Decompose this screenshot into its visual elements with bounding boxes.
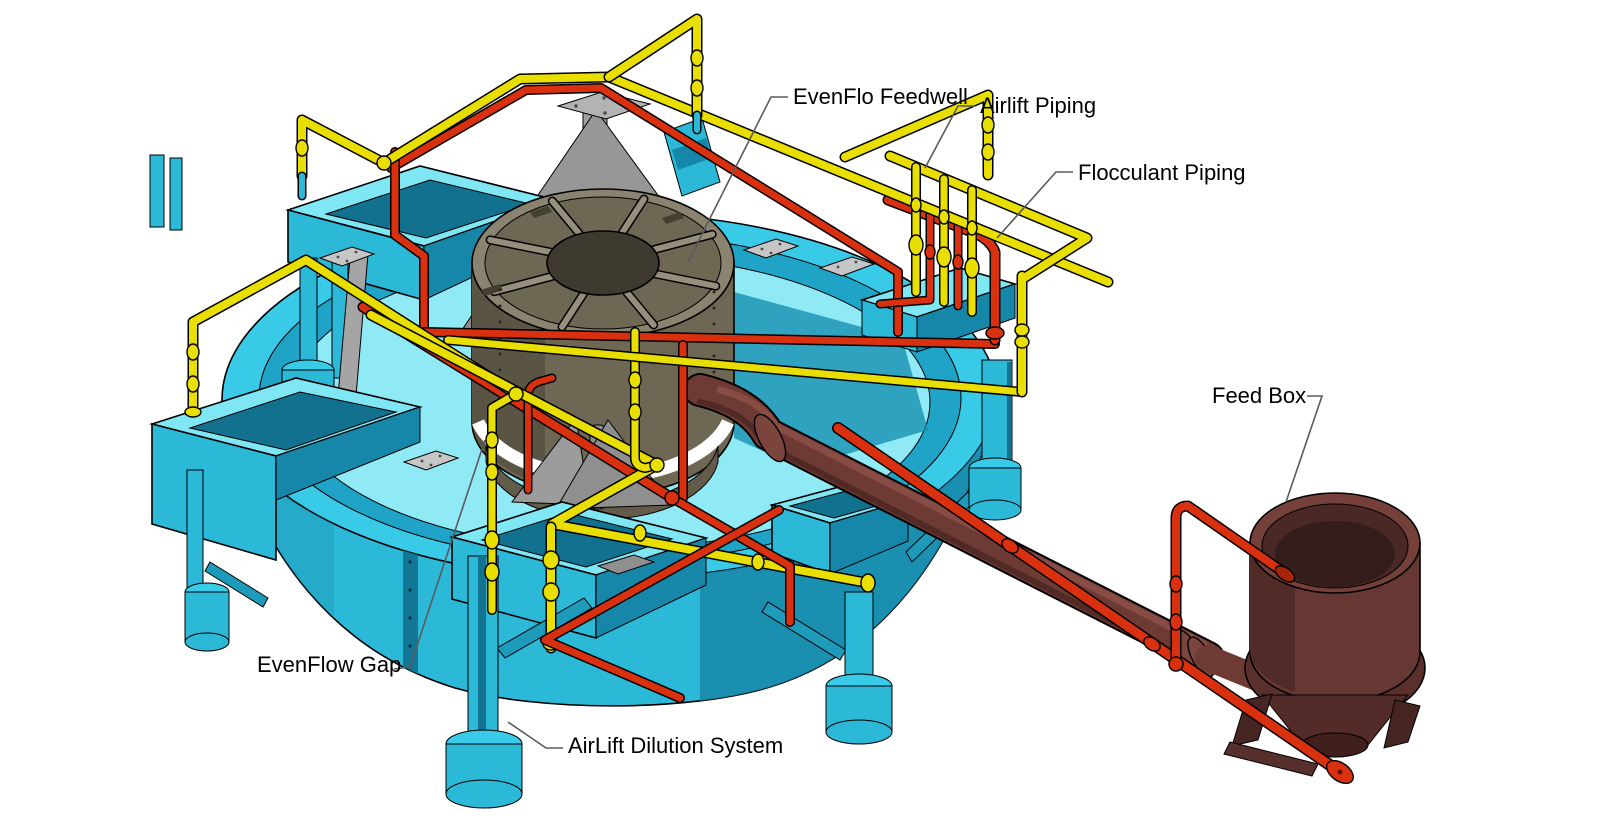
tank-legs [184,359,1022,809]
feed-box-support-plate [1223,741,1319,777]
leader-airlift-dilution [507,721,563,749]
flocculant-piping-front [540,422,1355,785]
mounting-plates [318,238,876,575]
feedwell-spokes [485,194,721,332]
dilution-pipe [478,556,486,798]
feedwell-vent-1 [530,206,552,218]
launder-trough-mid-left [149,377,423,562]
leader-airlift-piping [924,105,975,169]
label-evenflo-feedwell: EvenFlo Feedwell [793,84,968,109]
feed-box-assembly [1223,492,1426,777]
feedwell-vent-2 [662,212,684,224]
leader-feed-box [1285,395,1324,503]
label-flocculant-piping: Flocculant Piping [1078,160,1246,185]
label-evenflow-gap: EvenFlow Gap [257,652,401,677]
flocculant-spout-end [1274,565,1296,583]
feed-box-bracket-left [1231,693,1273,747]
feedwell-center-opening [546,230,660,296]
plate-bolts [336,242,858,467]
leg-front-right [825,591,893,745]
callouts: EvenFlo Feedwell Airlift Piping Floccula… [257,84,1324,758]
leader-evenflow-gap [393,439,486,670]
leader-flocculant-piping [996,171,1073,239]
leg-left [184,469,230,652]
feedwell-vent-3 [481,284,503,296]
feed-box-bracket-right [1383,699,1421,749]
label-airlift-dilution-system: AirLift Dilution System [568,733,783,758]
feed-box-interior-shadow [1275,521,1395,587]
label-feed-box: Feed Box [1212,383,1306,408]
evenflo-feedwell-assembly [471,188,735,520]
support-pyramid [535,109,661,199]
feed-pipe-flange [753,413,787,463]
label-airlift-piping: Airlift Piping [980,93,1096,118]
leg-airlift-dilution [445,555,523,809]
leg-right [968,359,1022,521]
leader-evenflo-feedwell [687,96,788,263]
